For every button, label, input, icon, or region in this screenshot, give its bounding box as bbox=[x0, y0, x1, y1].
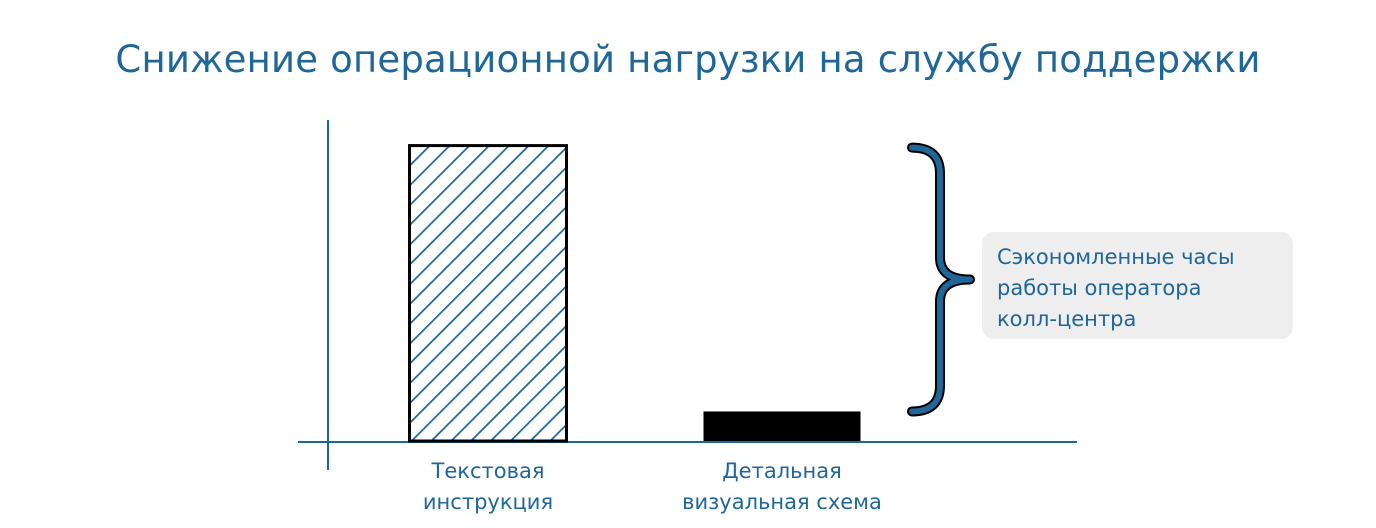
category-label-2: Детальная визуальная схема bbox=[682, 459, 882, 514]
callout-line-3: колл-центра bbox=[997, 307, 1137, 331]
callout-line-1: Сэкономленные часы bbox=[997, 245, 1235, 269]
category-label-1-line-1: Текстовая bbox=[431, 459, 545, 483]
category-label-1-line-2: инструкция bbox=[423, 490, 553, 514]
category-label-1: Текстовая инструкция bbox=[423, 459, 553, 514]
callout-line-2: работы оператора bbox=[997, 276, 1202, 300]
savings-callout: Сэкономленные часы работы оператора колл… bbox=[982, 232, 1293, 339]
category-label-2-line-1: Детальная bbox=[722, 459, 841, 483]
bar-1 bbox=[408, 144, 568, 443]
category-labels: Текстовая инструкция Детальная визуальная с… bbox=[423, 459, 882, 514]
category-label-2-line-2: визуальная схема bbox=[682, 490, 882, 514]
bar-2 bbox=[703, 411, 861, 441]
bars-group bbox=[408, 144, 861, 443]
savings-brace-fill bbox=[909, 144, 973, 415]
chart-title: Снижение операционной нагрузки на службу… bbox=[115, 38, 1261, 81]
